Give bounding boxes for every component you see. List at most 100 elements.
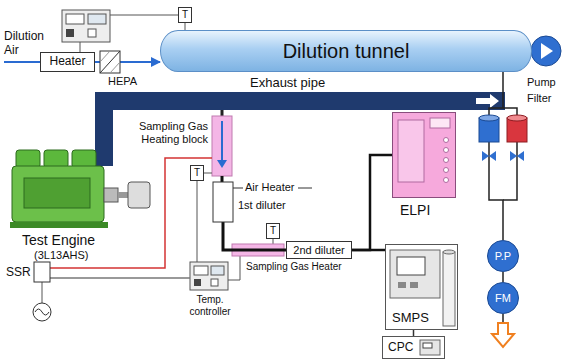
relay-label: SSR	[6, 266, 31, 280]
sensor-wire	[273, 238, 274, 244]
air-line	[233, 188, 243, 189]
connector	[502, 272, 504, 282]
engine-illustration	[24, 178, 90, 208]
engine-illustration	[72, 150, 96, 168]
smps-body	[443, 252, 455, 326]
elpi-instrument: ELPI	[392, 112, 456, 198]
ac-source	[33, 303, 51, 321]
controller-icon	[88, 29, 96, 37]
label-anchor: Temp. controller	[180, 294, 240, 317]
heating-block	[212, 116, 232, 176]
filter-holder	[479, 115, 527, 142]
hepa-filter	[110, 62, 120, 73]
pump-circle: P.P	[487, 240, 519, 272]
elpi-body	[430, 118, 450, 128]
smps-body	[410, 282, 418, 288]
controller-icon	[211, 279, 218, 286]
diluter-body	[213, 182, 233, 222]
node-text: T	[194, 167, 200, 179]
pipe-label: Exhaust pipe	[250, 76, 325, 91]
label-anchor: 1st diluter	[238, 199, 286, 212]
thermocouple-box: T	[266, 223, 280, 239]
pump-symbol	[541, 43, 553, 59]
air-line	[298, 188, 312, 189]
elpi-body	[398, 120, 424, 182]
power-wire	[42, 158, 212, 303]
heating-block	[217, 160, 227, 168]
node-text: 2nd diluter	[293, 244, 344, 257]
inlet-line	[4, 61, 40, 63]
flowmeter-circle: FM	[487, 282, 519, 314]
engine-illustration	[10, 150, 150, 228]
label-anchor: Exhaust pipe	[250, 76, 325, 91]
controller-icon	[66, 29, 74, 37]
engine-illustration	[118, 192, 128, 198]
sensor-wire	[197, 180, 198, 262]
smps-instrument: SMPS	[385, 244, 458, 330]
label-anchor: Test Engine	[22, 232, 95, 248]
sensor-wire	[110, 15, 178, 16]
pump-symbol	[531, 36, 561, 66]
heater-box: Heater	[40, 52, 95, 72]
connector	[489, 72, 503, 240]
node-text: ELPI	[400, 202, 462, 218]
elpi-body	[392, 112, 456, 198]
heater-label: Sampling Gas Heater	[246, 261, 342, 273]
elpi-body	[444, 138, 449, 143]
controller-icon	[194, 279, 201, 286]
connector	[185, 23, 186, 30]
diluter-label: 1st diluter	[238, 199, 286, 212]
pump-label: Pump	[527, 76, 556, 89]
thermocouple-box: T	[190, 165, 204, 181]
label-anchor: Sampling Gas Heating block	[118, 120, 208, 145]
power-wire	[42, 282, 43, 303]
engine-illustration	[104, 188, 118, 202]
label-anchor: Pump	[527, 76, 556, 89]
node-text: SMPS	[392, 311, 429, 326]
hepa-filter	[100, 51, 120, 73]
elpi-body	[444, 148, 449, 153]
node-text: FM	[495, 292, 511, 305]
hepa-filter	[100, 51, 110, 62]
relay-box	[34, 262, 50, 282]
exhaust-arrow	[502, 314, 504, 322]
ac-source	[33, 303, 51, 321]
node-text: T	[270, 225, 276, 237]
exhaust-arrow	[492, 314, 514, 347]
diluter-body	[213, 182, 233, 222]
filter-holder	[479, 115, 499, 121]
exhaust-pipe	[476, 94, 499, 108]
cpc-body	[423, 343, 432, 348]
smps-body	[390, 250, 440, 298]
controller-icon	[190, 262, 228, 290]
label-anchor: Sampling Gas Heater	[246, 261, 342, 273]
power-wire	[50, 277, 190, 279]
filter-label: HEPA	[108, 75, 137, 88]
controller-icon	[62, 10, 110, 42]
engine-label: Test Engine	[22, 232, 95, 248]
relay-box	[34, 262, 50, 282]
engine-illustration	[44, 150, 68, 168]
node-text: CPC	[388, 341, 413, 355]
connector	[352, 155, 392, 250]
controller-icon	[211, 266, 224, 275]
sampling-line	[223, 222, 286, 250]
sensor-wire	[204, 173, 212, 174]
sampling-probe	[222, 110, 223, 116]
label-anchor: Air Heater	[245, 181, 295, 194]
heater-label: Air Heater	[245, 181, 295, 194]
heating-block	[212, 116, 232, 176]
controller-icon	[194, 266, 208, 275]
smps-body	[390, 250, 455, 326]
cpc-body	[420, 340, 440, 355]
valve-symbol	[482, 151, 524, 161]
block-label: Sampling Gas Heating block	[118, 120, 208, 145]
connector	[352, 249, 385, 252]
dilution-tunnel: Dilution tunnel	[160, 30, 532, 72]
node-text: T	[182, 9, 188, 21]
hepa-filter	[100, 51, 120, 73]
label-anchor: SSR	[6, 266, 31, 280]
elpi-body	[444, 168, 449, 173]
elpi-body	[444, 158, 449, 163]
controller-icon	[190, 262, 228, 290]
